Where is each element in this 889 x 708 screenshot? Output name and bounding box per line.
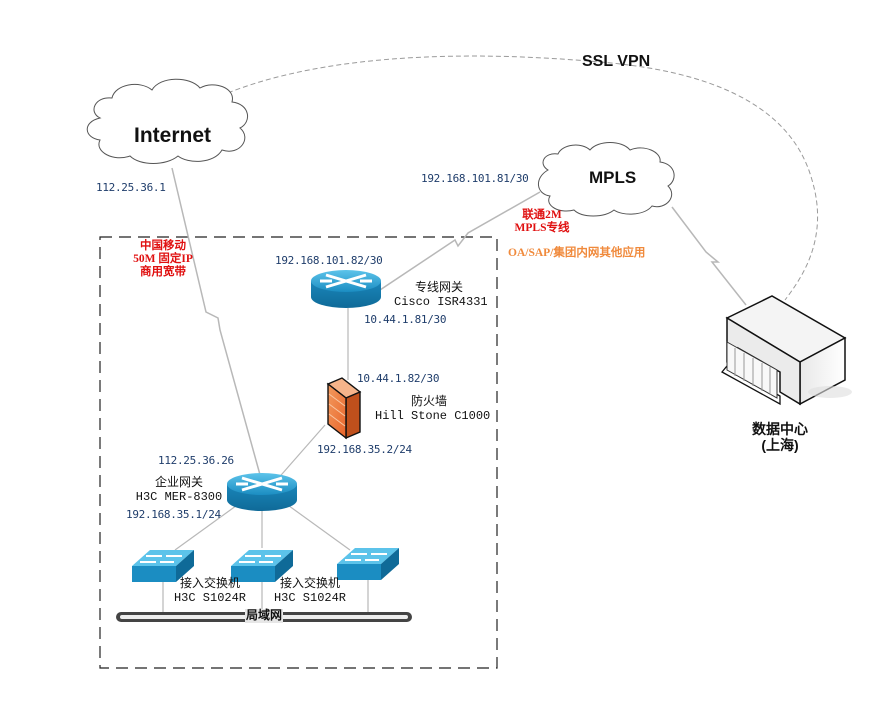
site-boundary [99, 236, 498, 669]
access-switch-2-icon [231, 550, 293, 582]
access-switch-2-model: H3C S1024R [273, 590, 346, 605]
mpls-cloud-label: MPLS [589, 168, 637, 187]
internet-cloud-label: Internet [134, 124, 212, 147]
access-switch-2-label: 接入交换机 H3C S1024R [272, 577, 348, 606]
mpls-provider-line-2: MPLS专线 [514, 222, 570, 235]
firewall-icon [326, 377, 362, 440]
enterprise-gateway-label: 企业网关 H3C MER-8300 [134, 476, 224, 505]
firewall-label: 防火墙 Hill Stone C1000 [375, 395, 491, 424]
private-line-router-icon [311, 270, 381, 308]
datacenter-building-icon [720, 295, 852, 406]
access-switch-1-model: H3C S1024R [173, 590, 246, 605]
lan-label: 局域网 [245, 608, 284, 623]
private-line-gateway-name: 专线网关 [414, 281, 463, 295]
firewall-outside-ip-label: 10.44.1.82/30 [357, 372, 440, 385]
datacenter-location: (上海) [761, 437, 799, 454]
firewall-name: 防火墙 [410, 395, 447, 409]
mpls-provider-line-1: 联通2M [522, 209, 562, 221]
ssl-vpn-label: SSL VPN [582, 53, 651, 70]
enterprise-gateway-model: H3C MER-8300 [135, 489, 223, 504]
router-lan-ip-label: 10.44.1.81/30 [364, 313, 447, 326]
datacenter-name: 数据中心 [752, 421, 808, 437]
gateway-switch3-link [284, 502, 351, 551]
firewall-gateway-link [274, 424, 326, 483]
internet-ip-label: 112.25.36.1 [96, 181, 166, 194]
mpls-datacenter-link [671, 206, 747, 306]
mpls-cloud-icon [538, 142, 675, 217]
enterprise-gateway-name: 企业网关 [154, 476, 203, 490]
internet-cloud-icon [86, 78, 248, 164]
gateway-switch1-link [174, 502, 241, 551]
access-switch-1-icon [132, 550, 194, 582]
datacenter-label: 数据中心 (上海) [740, 421, 820, 453]
provider-line-2: 50M 固定IP [133, 253, 193, 266]
access-switch-1-label: 接入交换机 H3C S1024R [172, 577, 248, 606]
mpls-link [379, 191, 541, 291]
private-line-gateway-label: 专线网关 Cisco ISR4331 [394, 281, 488, 310]
gateway-lan-ip-label: 192.168.35.1/24 [126, 508, 221, 521]
provider-line-3: 商用宽带 [140, 266, 186, 279]
internet-provider-label: 中国移动 50M 固定IP 商用宽带 [118, 240, 208, 280]
access-switch-3-icon [337, 548, 399, 580]
mpls-ip-label: 192.168.101.81/30 [421, 172, 529, 185]
provider-line-1: 中国移动 [140, 240, 186, 252]
internet-link [171, 167, 263, 483]
mpls-applications-label: OA/SAP/集团内网其他应用 [508, 247, 646, 259]
enterprise-gateway-router-icon [227, 473, 297, 511]
private-line-gateway-model: Cisco ISR4331 [394, 294, 488, 309]
router-wan-ip-label: 192.168.101.82/30 [275, 254, 383, 267]
mpls-provider-label: 联通2M MPLS专线 [512, 209, 572, 235]
gateway-wan-ip-label: 112.25.36.26 [158, 454, 234, 467]
firewall-model: Hill Stone C1000 [375, 408, 491, 423]
access-switch-2-name: 接入交换机 [279, 577, 340, 591]
access-switch-1-name: 接入交换机 [179, 577, 240, 591]
ssl-vpn-link [177, 55, 818, 301]
firewall-inside-ip-label: 192.168.35.2/24 [317, 443, 412, 456]
